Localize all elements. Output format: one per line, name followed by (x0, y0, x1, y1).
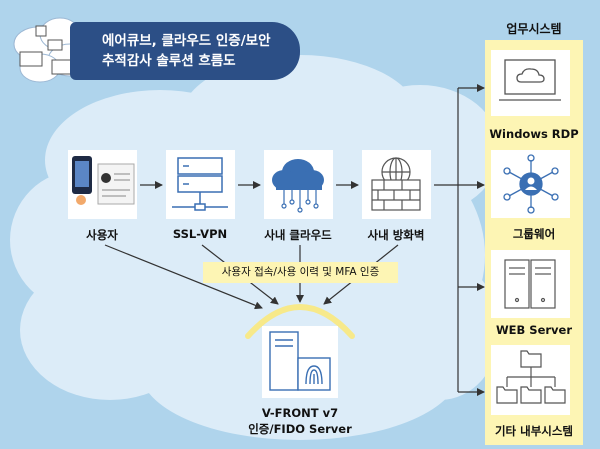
node-firewall (362, 150, 431, 219)
system-web-server-label: WEB Server (495, 323, 573, 337)
folder-tree-icon (496, 350, 566, 404)
title-line-1: 에어큐브, 클라우드 인증/보안 (102, 32, 271, 49)
title-line-2: 추적감사 솔루션 흐름도 (102, 53, 236, 69)
node-user (68, 150, 137, 219)
system-windows-rdp-label: Windows RDP (489, 127, 579, 141)
system-groupware-label: 그룹웨어 (512, 227, 556, 241)
server-arc (245, 304, 355, 339)
monitor-cloud-icon (499, 59, 561, 101)
fingerprint-server-icon (269, 331, 331, 391)
system-web-server (491, 250, 570, 318)
cloud-icon (272, 159, 324, 213)
user-phone-icon (72, 156, 135, 205)
node-ssl-vpn-label: SSL-VPN (172, 227, 228, 241)
node-private-cloud-label: 사내 클라우드 (264, 228, 332, 242)
node-ssl-vpn (166, 150, 235, 219)
background-cloud (10, 55, 500, 440)
server-role: 인증/FIDO Server (248, 422, 352, 436)
auth-server (262, 326, 338, 398)
node-user-label: 사용자 (86, 228, 118, 242)
firewall-icon (371, 157, 421, 211)
web-server-icon (504, 259, 556, 309)
system-windows-rdp (491, 50, 570, 116)
node-private-cloud (264, 150, 333, 219)
vpn-server-icon (172, 157, 228, 211)
system-internal-label: 기타 내부시스템 (494, 424, 574, 438)
diagram-title: 에어큐브, 클라우드 인증/보안 추적감사 솔루션 흐름도 (70, 22, 300, 80)
audit-note: 사용자 접속/사용 이력 및 MFA 인증 (203, 262, 398, 283)
system-groupware (491, 150, 570, 218)
server-name: V-FRONT v7 (261, 406, 339, 420)
node-firewall-label: 사내 방화벽 (367, 228, 425, 242)
systems-title: 업무시스템 (506, 22, 562, 36)
network-hub-icon (503, 154, 559, 214)
system-internal (491, 345, 570, 415)
